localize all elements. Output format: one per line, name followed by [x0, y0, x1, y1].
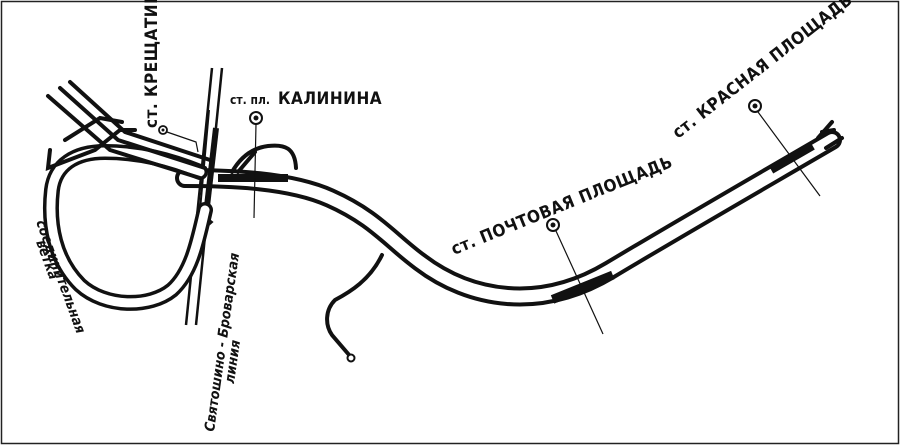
- khreshchatyk-approach-tracks: [45, 80, 212, 180]
- main-line-tunnel: [175, 130, 842, 307]
- surface-railway-line: [184, 67, 224, 326]
- label-krasnaya: ст. КРАСНАЯ ПЛОЩАДЬ: [669, 0, 857, 143]
- label-kalinina-prefix: ст. пл.: [230, 93, 270, 107]
- station-marker-kalinina: [249, 111, 263, 219]
- platform-pochtovaya: [550, 270, 615, 304]
- kalinina-side-branch: [230, 143, 298, 174]
- label-kalinina-name: КАЛИНИНА: [278, 89, 382, 109]
- east-terminus-tracks: [816, 120, 844, 150]
- platform-kalinina: [218, 174, 288, 182]
- label-line-word: линия: [222, 339, 244, 384]
- station-marker-pochtovaya: [546, 218, 604, 335]
- south-spur: [325, 253, 384, 363]
- station-marker-khreshchatyk: [158, 125, 199, 153]
- label-khreshchatyk: ст. КРЕЩАТИК: [142, 0, 162, 128]
- station-marker-krasnaya: [748, 99, 821, 197]
